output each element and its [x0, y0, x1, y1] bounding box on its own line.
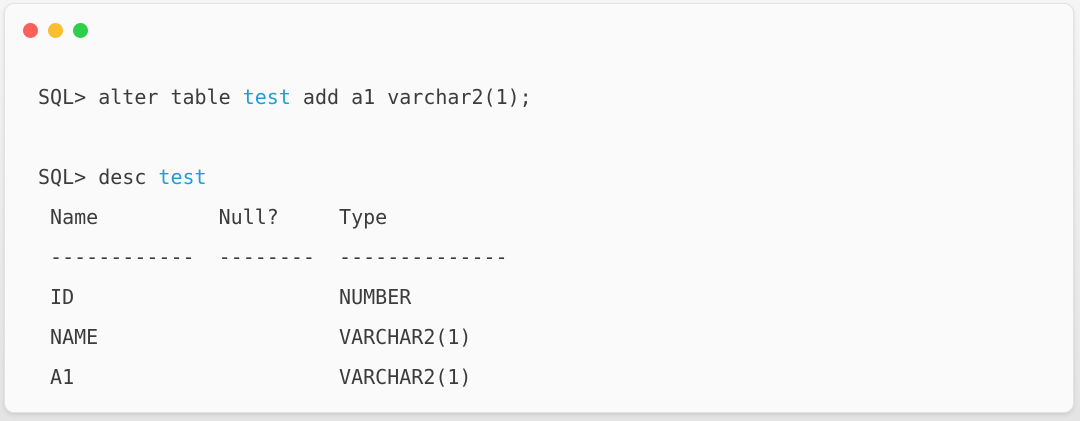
minimize-button[interactable]: [48, 23, 63, 38]
table-row-name: NAME VARCHAR2(1): [38, 317, 1063, 357]
terminal-text: Name Null? Type: [38, 205, 388, 229]
command-line-desc: SQL> desc test: [38, 157, 1063, 197]
terminal-output: SQL> alter table test add a1 varchar2(1)…: [5, 38, 1073, 397]
maximize-button[interactable]: [73, 23, 88, 38]
terminal-window: SQL> alter table test add a1 varchar2(1)…: [4, 3, 1074, 413]
table-row-a1: A1 VARCHAR2(1): [38, 357, 1063, 397]
table-separator-line: ------------ -------- --------------: [38, 237, 1063, 277]
terminal-text: A1 VARCHAR2(1): [38, 365, 472, 389]
terminal-text: ID NUMBER: [38, 285, 412, 309]
terminal-text: add a1 varchar2(1);: [290, 85, 532, 109]
keyword-token: test: [158, 165, 207, 189]
close-button[interactable]: [23, 23, 38, 38]
terminal-text: SQL> desc: [38, 165, 159, 189]
window-titlebar: [5, 4, 1073, 38]
terminal-text: SQL> alter table: [38, 85, 243, 109]
keyword-token: test: [242, 85, 291, 109]
terminal-text: NAME VARCHAR2(1): [38, 325, 472, 349]
command-line-alter: SQL> alter table test add a1 varchar2(1)…: [38, 77, 1063, 117]
table-row-id: ID NUMBER: [38, 277, 1063, 317]
blank-line: [38, 117, 1063, 157]
terminal-text: ------------ -------- --------------: [38, 245, 508, 269]
table-header-line: Name Null? Type: [38, 197, 1063, 237]
